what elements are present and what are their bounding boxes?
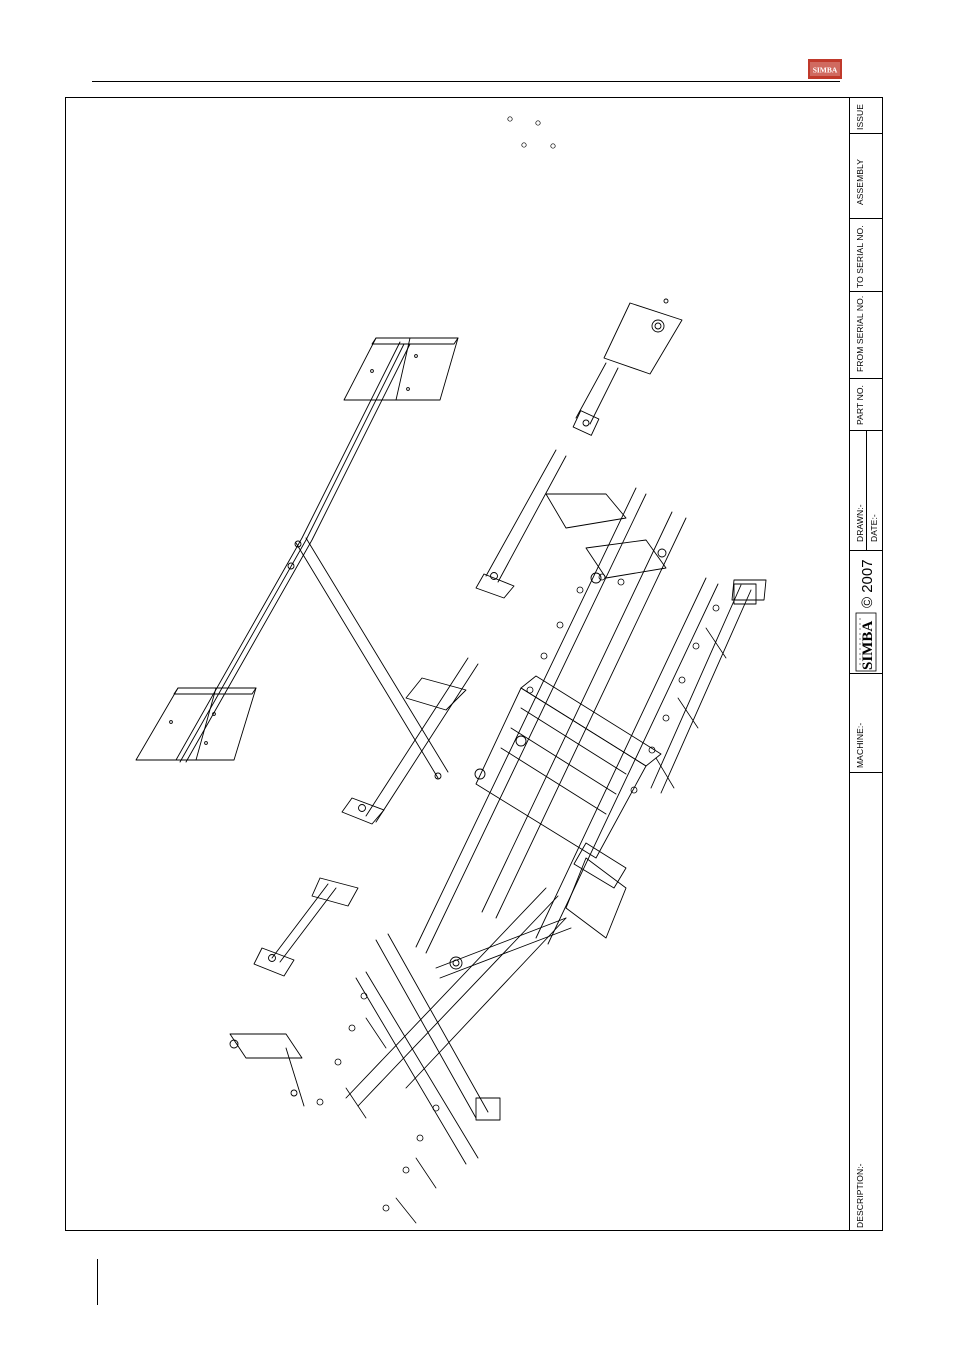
end-plate [732, 580, 766, 600]
copyright-text: © 2007 [859, 559, 876, 608]
upper-mounting-plate [344, 338, 458, 400]
description-label: DESCRIPTION:- [855, 1163, 865, 1228]
tine-bar-front [416, 488, 686, 953]
top-bracket [546, 494, 666, 583]
simba-title-logo: SIMBA [855, 612, 877, 672]
tine-assemblies [317, 574, 726, 1223]
issue-label: ISSUE [855, 104, 865, 130]
svg-text:SIMBA: SIMBA [813, 66, 838, 75]
title-block-separator [849, 378, 883, 379]
svg-text:SIMBA: SIMBA [860, 621, 876, 670]
page-margin-rule [97, 1259, 98, 1305]
upper-hitch-arm [573, 299, 682, 435]
date-label: DATE:- [869, 514, 879, 542]
main-chassis [475, 676, 661, 888]
from-serial-label: FROM SERIAL NO. [855, 296, 865, 372]
title-block-separator [849, 133, 883, 134]
frame-beam [176, 342, 410, 762]
tine-bar-rear [536, 578, 756, 944]
diagonal-strut [288, 538, 448, 779]
title-block-separator [849, 673, 883, 674]
part-no-label: PART NO. [855, 385, 865, 425]
lower-hitch-arm-2 [254, 878, 358, 976]
drawn-label: DRAWN:- [855, 504, 865, 542]
lower-hitch-arm [342, 658, 478, 824]
to-serial-label: TO SERIAL NO. [855, 225, 865, 288]
title-block-separator [849, 291, 883, 292]
title-block-divider [849, 97, 850, 1231]
machine-label: MACHINE:- [855, 723, 865, 768]
title-block-separator [849, 772, 883, 773]
swan-neck-arm [230, 1034, 304, 1106]
title-block-separator [849, 550, 883, 551]
title-block-separator [849, 218, 883, 219]
exploded-assembly-drawing [66, 98, 848, 1230]
header-rule [92, 81, 840, 82]
loose-fasteners [508, 117, 555, 148]
assembly-label: ASSEMBLY [855, 159, 865, 205]
title-block-inner-divider [866, 430, 867, 550]
middle-hitch-arm [476, 450, 566, 598]
simba-logo: SIMBA [808, 59, 842, 79]
